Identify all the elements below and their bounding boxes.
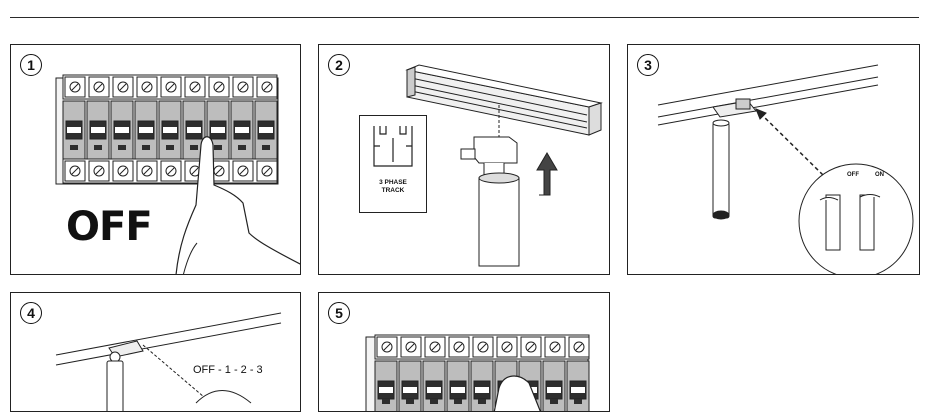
step-4-panel: 4 OFF - 1 - 2 - 3 <box>10 292 301 412</box>
track-section-icon <box>360 116 426 176</box>
switch-on-label: ON <box>875 172 884 178</box>
step-2-panel: 2 3 PHASE <box>318 44 610 275</box>
step-3-number: 3 <box>637 54 659 76</box>
top-rule <box>10 17 919 18</box>
step-1-number: 1 <box>20 54 42 76</box>
step-5-number: 5 <box>328 302 350 324</box>
step-4-number: 4 <box>20 302 42 324</box>
step-5-panel: 5 <box>318 292 610 412</box>
sequence-illustration <box>11 293 301 412</box>
switch-sequence-label: OFF - 1 - 2 - 3 <box>193 364 263 376</box>
step-3-panel: 3 OFF ON <box>627 44 920 275</box>
step-1-panel: 1 OFF <box>10 44 301 275</box>
off-label: OFF <box>66 204 152 250</box>
switch-detail-illustration <box>628 45 920 275</box>
arrow-up-icon <box>537 153 557 195</box>
breaker-panel-illustration <box>11 45 301 275</box>
track-label: 3 PHASE TRACK <box>360 179 426 195</box>
switch-off-label: OFF <box>847 172 859 178</box>
breaker-panel-on-illustration <box>319 293 610 412</box>
step-2-number: 2 <box>328 54 350 76</box>
track-diagram: 3 PHASE TRACK <box>359 115 427 213</box>
